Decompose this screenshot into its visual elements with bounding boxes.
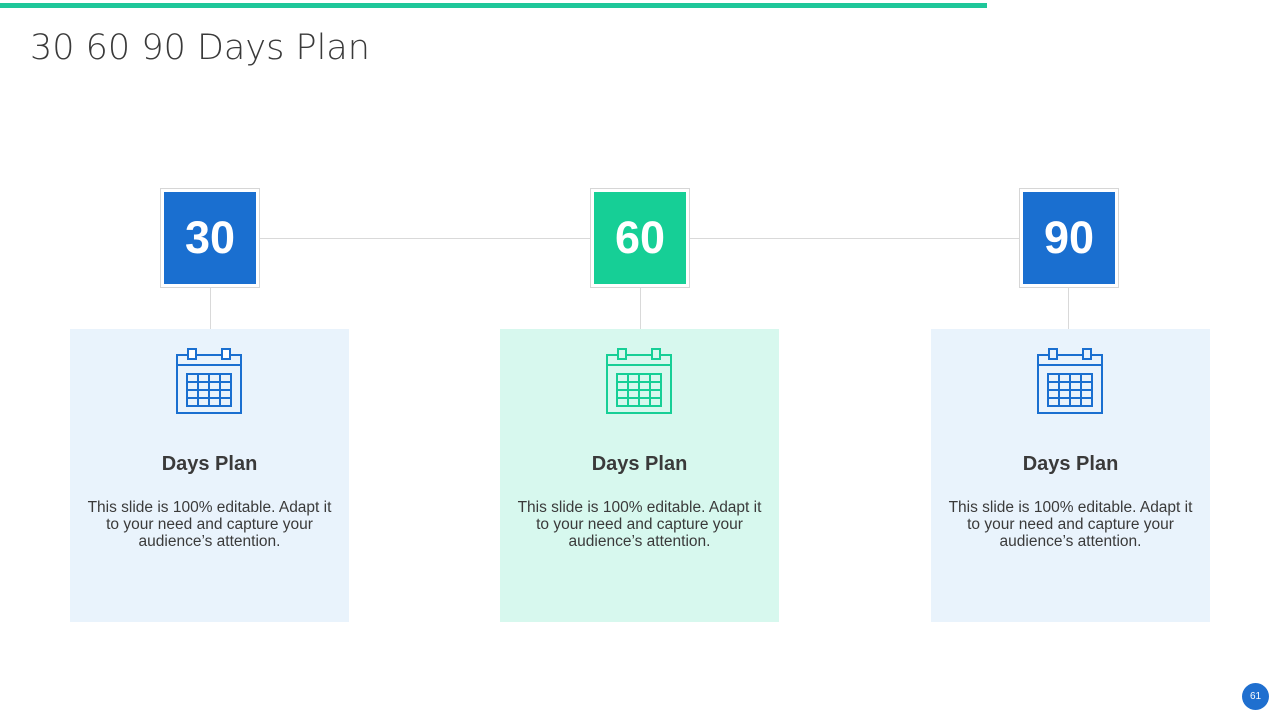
timeline-connector: [260, 238, 590, 239]
milestone-30: 30: [160, 188, 260, 288]
calendar-icon: [176, 348, 242, 414]
card-description: This slide is 100% editable. Adapt it to…: [517, 499, 762, 550]
plan-card-30: Days Plan This slide is 100% editable. A…: [70, 329, 349, 622]
milestone-number: 90: [1023, 192, 1115, 284]
card-heading: Days Plan: [591, 453, 688, 475]
card-description: This slide is 100% editable. Adapt it to…: [87, 499, 332, 550]
card-connector: [1068, 288, 1069, 329]
card-description: This slide is 100% editable. Adapt it to…: [948, 499, 1193, 550]
milestone-number: 30: [164, 192, 256, 284]
calendar-icon: [606, 348, 672, 414]
top-accent-bar: [0, 3, 987, 8]
page-number-badge: 61: [1242, 683, 1269, 710]
calendar-icon: [1037, 348, 1103, 414]
card-connector: [210, 288, 211, 329]
card-heading: Days Plan: [1022, 453, 1119, 475]
plan-card-60: Days Plan This slide is 100% editable. A…: [500, 329, 779, 622]
milestone-number: 60: [594, 192, 686, 284]
milestone-60: 60: [590, 188, 690, 288]
card-connector: [640, 288, 641, 329]
slide-title: 30 60 90 Days Plan: [30, 28, 370, 68]
card-heading: Days Plan: [161, 453, 258, 475]
milestone-90: 90: [1019, 188, 1119, 288]
timeline-connector: [690, 238, 1019, 239]
plan-card-90: Days Plan This slide is 100% editable. A…: [931, 329, 1210, 622]
